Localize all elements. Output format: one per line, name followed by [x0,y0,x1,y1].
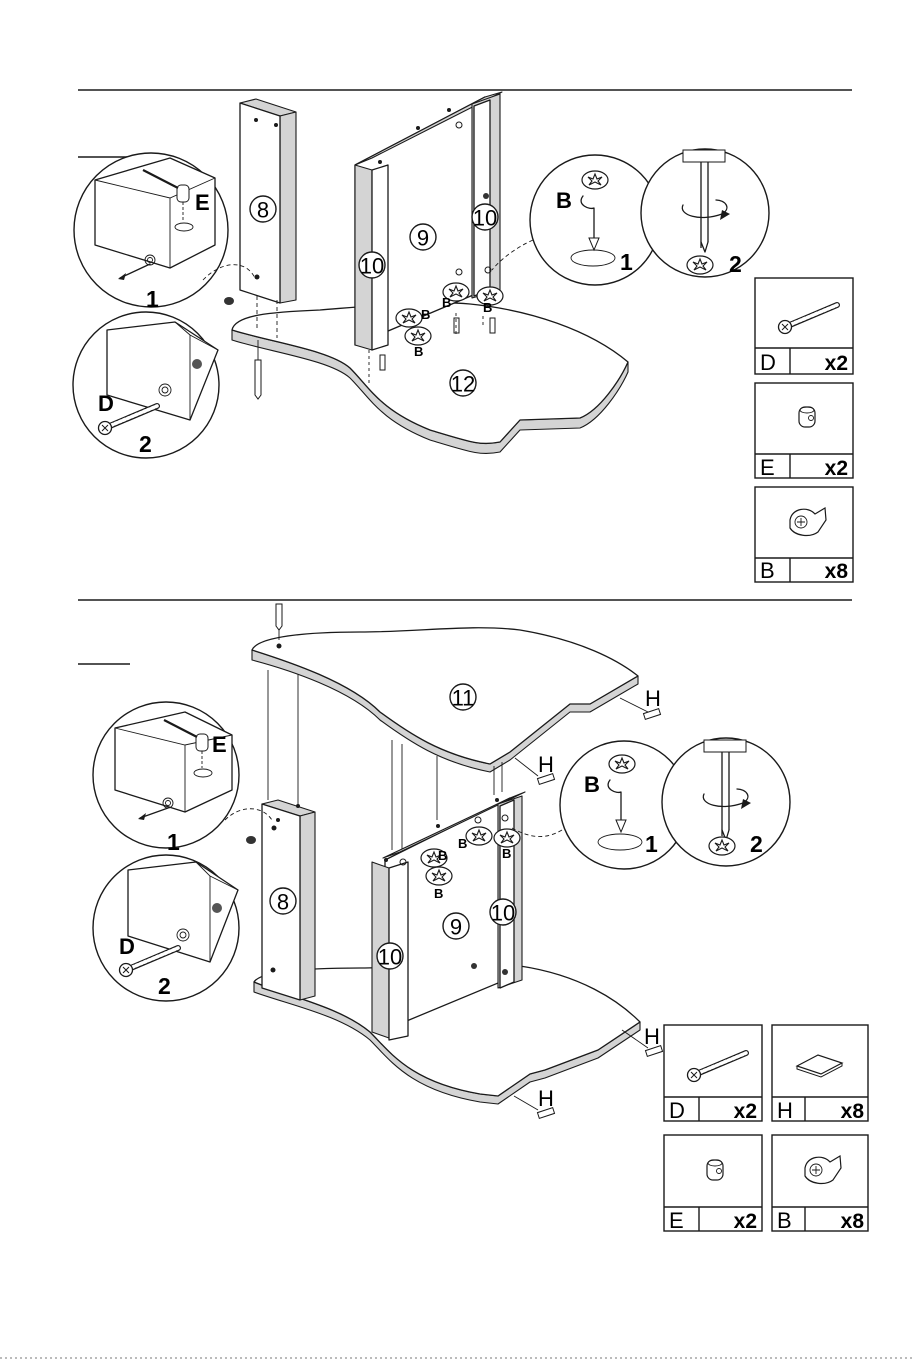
panel-number-11: 11 [452,686,475,711]
screw-d-bottom [255,360,261,399]
part-letter-b-step1: B [760,558,775,583]
hardware-b-label-10: B [584,772,600,797]
bottom-panel-12: 12 [232,303,628,454]
part-letter-e-step2: E [669,1208,684,1233]
detail-step-2-c: 2 [158,973,171,999]
panel-number-10-left: 10 [360,254,384,279]
hardware-b-label-6: B [458,836,467,851]
part-count-b-step1: x8 [825,560,849,583]
part-letter-d-step2: D [669,1098,685,1123]
panel-number-9-lower: 9 [450,915,462,940]
part-box-d-step1: D x2 [755,278,853,375]
hardware-b-label-7: B [502,846,511,861]
hardware-b-label-4: B [414,344,423,359]
part-box-e-step1: E x2 [755,383,853,480]
step-2-assembly: 11 8 [93,604,868,1233]
panel-number-8: 8 [257,198,269,223]
hardware-h-label-3: H [644,1024,660,1049]
hardware-b-label-3: B [483,300,492,315]
part-count-e-step1: x2 [825,457,848,480]
cam-dowel-icon [799,407,815,427]
part-box-e-step2: E x2 [664,1135,762,1233]
part-count-d-step1: x2 [825,352,848,375]
detail-step-1-b: 1 [620,249,633,275]
part-count-d-step2: x2 [734,1100,757,1123]
part-letter-h-step2: H [777,1098,793,1123]
hardware-h-label-2: H [538,752,554,777]
hardware-b-label-9: B [434,886,443,901]
detail-step-2-b: 2 [729,251,742,277]
hardware-b-label-8: B [438,848,447,863]
part-box-b-step2: B x8 [772,1135,868,1233]
hardware-d-label-1: D [98,391,114,416]
cam-lock-small [224,297,234,305]
detail-bubble-cam-dowel-2 [93,702,239,848]
detail-bubble-cam-dowel [74,153,228,307]
hardware-e-label-2: E [212,732,227,757]
detail-step-1-c: 1 [167,829,180,855]
detail-step-2-a: 2 [139,431,152,457]
part-letter-d-step1: D [760,350,776,375]
hardware-e-label-1: E [195,190,210,215]
panel-number-10-lower-left: 10 [378,945,402,970]
hardware-h-label-4: H [538,1086,554,1111]
part-box-b-step1: B x8 [755,487,853,583]
part-count-h-step2: x8 [841,1100,865,1123]
part-count-e-step2: x2 [734,1210,757,1233]
panel-number-10-lower-right: 10 [491,901,515,926]
panel-number-12: 12 [451,372,475,397]
cam-lock-small-lower [246,836,256,844]
part-box-d-step2: D x2 [664,1025,762,1123]
step-1-assembly: 12 8 9 10 [73,92,853,583]
detail-bubble-tighten-2 [662,738,790,866]
detail-bubble-cam-insert [530,155,660,285]
parts-list-step-1: D x2 E x2 [755,278,853,583]
part-letter-b-step2: B [777,1208,792,1233]
top-panel-11: 11 [252,604,638,772]
part-count-b-step2: x8 [841,1210,865,1233]
part-box-h-step2: H x8 [772,1025,868,1123]
parts-list-step-2: D x2 H x8 [664,1025,868,1233]
hardware-b-label-1: B [421,307,430,322]
detail-step-2-d: 2 [750,831,763,857]
part-letter-e-step1: E [760,455,775,480]
hardware-d-label-2: D [119,934,135,959]
hardware-h-label-1: H [645,686,661,711]
screw-d-top [276,604,282,630]
detail-step-1-d: 1 [645,831,658,857]
detail-step-1-a: 1 [146,286,159,312]
side-panel-8-lower: 8 [262,800,315,1000]
panel-number-8-lower: 8 [277,890,289,915]
hardware-b-label-2: B [442,295,451,310]
panel-number-9: 9 [417,226,429,251]
hardware-b-label-5: B [556,188,572,213]
cam-dowel-icon [707,1160,723,1180]
panel-number-10-right: 10 [473,206,497,231]
side-panel-8: 8 [240,99,296,338]
detail-bubble-tighten [641,149,769,277]
